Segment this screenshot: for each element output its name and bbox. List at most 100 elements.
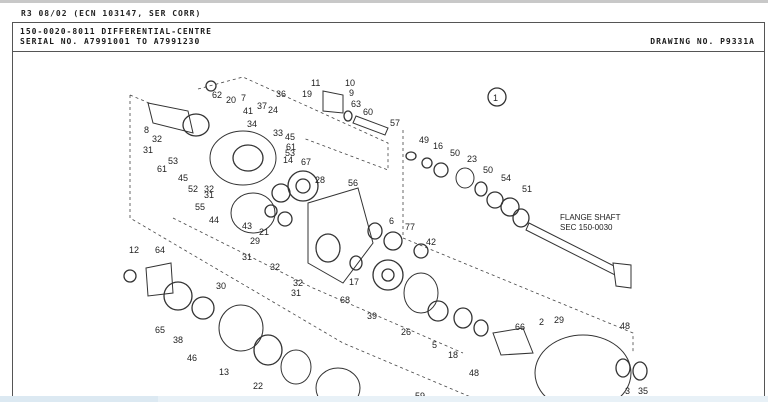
seal-62 (205, 80, 217, 92)
callout: 41 (243, 106, 253, 116)
callout: 37 (257, 101, 267, 111)
gear-68 (372, 259, 404, 291)
callout: 32 (204, 184, 214, 194)
callout: 45 (285, 132, 295, 142)
pinion-66 (492, 327, 534, 356)
callout: 7 (241, 93, 246, 103)
callout: 48 (620, 321, 630, 331)
cover-46 (218, 304, 264, 352)
callout: 8 (144, 125, 149, 135)
callout: 46 (187, 353, 197, 363)
callout: 24 (268, 105, 278, 115)
bearing-8 (182, 113, 210, 137)
view-marker-circle (487, 87, 507, 107)
callout: 45 (178, 173, 188, 183)
callout: 19 (302, 89, 312, 99)
bearing-43 (264, 204, 278, 218)
revision-label: R3 08/02 (ECN 103147, SER CORR) (21, 9, 202, 18)
view-marker-label: 1 (493, 93, 498, 103)
callout: 53 (285, 148, 295, 158)
bearing-5 (453, 307, 473, 329)
callout: 13 (219, 367, 229, 377)
callout: 18 (448, 350, 458, 360)
callout: 21 (259, 227, 269, 237)
top-border (0, 0, 768, 3)
center-housing (209, 130, 277, 186)
callout: 61 (286, 142, 296, 152)
callout: 20 (226, 95, 236, 105)
group-boundary-right (402, 130, 634, 353)
callout: 68 (340, 295, 350, 305)
callout: 9 (349, 88, 354, 98)
callout: 48 (469, 368, 479, 378)
seal-42 (413, 243, 429, 259)
callout: 77 (405, 222, 415, 232)
drawing-number: DRAWING NO. P9331A (650, 37, 755, 46)
callout: 34 (247, 119, 257, 129)
callout: 11 (311, 78, 320, 88)
callout: 12 (129, 245, 139, 255)
callout: 42 (426, 237, 436, 247)
part-title: 150-0020-8011 DIFFERENTIAL-CENTRE (20, 27, 212, 36)
callout: 28 (315, 175, 325, 185)
callout: 62 (212, 90, 222, 100)
callout: 3 (625, 386, 630, 396)
callout: 36 (276, 89, 286, 99)
carrier-56 (307, 187, 374, 284)
callout: 67 (301, 157, 311, 167)
callout: 63 (351, 99, 361, 109)
seal-51a (500, 197, 520, 217)
scrollbar-track (178, 396, 768, 402)
callout: 2 (539, 317, 544, 327)
callout: 10 (345, 78, 355, 88)
callout: 26 (401, 327, 411, 337)
callout: 61 (157, 164, 167, 174)
input-shaft (147, 102, 194, 134)
callout: 31 (291, 288, 301, 298)
callout: 23 (467, 154, 477, 164)
snap-ring-50 (433, 162, 449, 178)
callout: 65 (155, 325, 165, 335)
shim-26 (427, 300, 449, 322)
callout: 56 (348, 178, 358, 188)
callout: 14 (283, 155, 293, 165)
callout: 60 (363, 107, 373, 117)
housing-2 (534, 334, 632, 402)
callout: 44 (209, 215, 219, 225)
gear-68-hub (381, 268, 395, 282)
callout: 35 (638, 386, 648, 396)
callout: 17 (349, 277, 359, 287)
group-boundary-lower (172, 217, 464, 354)
title-block: 150-0020-8011 DIFFERENTIAL-CENTRE SERIAL… (12, 22, 765, 52)
bearing-6 (367, 222, 383, 240)
callout: 30 (216, 281, 226, 291)
diagram-svg: 1 (123, 76, 648, 402)
carrier-bore (315, 233, 341, 263)
callout: 29 (250, 236, 260, 246)
group-boundary-upper (197, 76, 389, 171)
callout: 66 (515, 322, 525, 332)
callout: 31 (242, 252, 252, 262)
seal-60 (343, 110, 353, 122)
shaft-57 (352, 115, 389, 136)
flange-shaft-note-line2: SEC 150-0030 (560, 223, 613, 232)
callout: 6 (389, 216, 394, 226)
ring-49 (405, 151, 417, 161)
serial-range: SERIAL NO. A7991001 TO A7991230 (20, 37, 201, 46)
callout: 32 (152, 134, 162, 144)
seal-3 (615, 358, 631, 378)
cover-63 (322, 90, 344, 114)
seal-12 (123, 269, 137, 283)
callout: 64 (155, 245, 165, 255)
bearing-23 (455, 167, 475, 189)
gear-67 (287, 170, 319, 202)
bearing-18 (473, 319, 489, 337)
cover-59 (315, 367, 361, 402)
callout: 57 (390, 118, 400, 128)
seal-38 (191, 296, 215, 320)
drawing-frame (12, 22, 765, 402)
horizontal-scrollbar[interactable] (0, 396, 768, 402)
callout: 55 (195, 202, 205, 212)
exploded-parts-diagram: 1 (13, 53, 764, 402)
bearing-21 (277, 211, 293, 227)
